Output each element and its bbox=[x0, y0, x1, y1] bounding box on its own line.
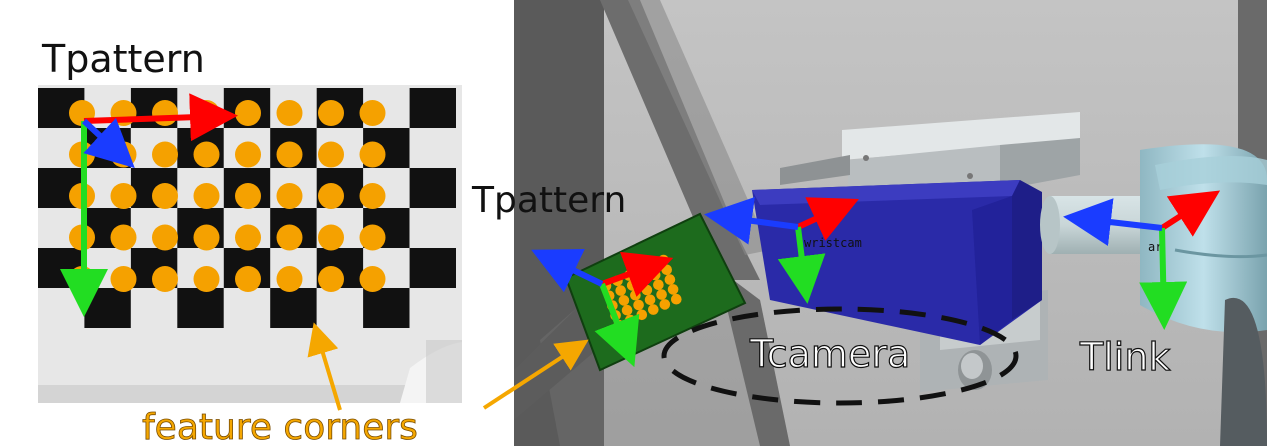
board-corner-dot bbox=[644, 294, 656, 306]
link-small-label: ar bbox=[1148, 240, 1162, 254]
photo-corner-dot bbox=[152, 100, 178, 126]
photo-corner-dot bbox=[152, 141, 178, 168]
photo-corner-dot bbox=[193, 141, 220, 168]
board-corner-dot bbox=[630, 289, 641, 301]
board-corner-dot bbox=[638, 274, 649, 286]
photo-corner-dot bbox=[193, 224, 220, 251]
checker-square bbox=[409, 168, 456, 208]
checker-square bbox=[270, 288, 317, 328]
board-corner-dot bbox=[653, 279, 664, 291]
checker-square bbox=[409, 248, 456, 288]
photo-corner-dot bbox=[276, 100, 303, 126]
photo-corner-dot bbox=[276, 183, 303, 209]
photo-corner-dot bbox=[110, 266, 137, 292]
photo-corner-dot bbox=[276, 141, 303, 168]
photo-corner-dot bbox=[235, 266, 261, 292]
camera-highlight-ellipse bbox=[661, 306, 1019, 406]
photo-corner-dot bbox=[235, 141, 261, 168]
photo-corner-dot bbox=[193, 183, 220, 209]
checker-square bbox=[84, 288, 131, 328]
board-pattern-frame-axes bbox=[531, 249, 674, 368]
photo-corner-dot bbox=[152, 266, 178, 292]
photo-corner-dot bbox=[152, 224, 178, 251]
checkerboard-photo bbox=[38, 85, 462, 403]
board-corner-dot bbox=[659, 299, 671, 310]
board-corner-dot bbox=[615, 285, 626, 296]
checker-square bbox=[409, 88, 456, 128]
camera-small-label: wristcam bbox=[804, 236, 862, 250]
photo-corner-dot bbox=[152, 183, 178, 209]
photo-corner-dot bbox=[193, 266, 220, 292]
photo-corner-dot bbox=[359, 100, 386, 126]
photo-corner-dot bbox=[318, 141, 344, 168]
scene-pattern-label: Tpattern bbox=[471, 180, 626, 221]
photo-corner-dot bbox=[193, 100, 220, 126]
photo-corner-dot bbox=[359, 141, 386, 168]
camera-frame-axes bbox=[704, 196, 859, 304]
board-corner-dot bbox=[626, 280, 638, 291]
scene-camera-label: Tcamera bbox=[749, 332, 910, 376]
checker-square bbox=[363, 288, 410, 328]
board-corner-dot bbox=[648, 304, 659, 315]
checker-square bbox=[177, 288, 224, 328]
photo-corner-dot bbox=[359, 224, 386, 251]
photo-corner-dot bbox=[235, 100, 261, 126]
photo-corner-dot bbox=[235, 183, 261, 209]
robot-scene: wristcam ar bbox=[471, 0, 1267, 446]
board-corner-dot bbox=[671, 293, 682, 305]
photo-corner-dot bbox=[318, 100, 344, 126]
board-corner-dot bbox=[636, 309, 648, 321]
board-corner-dot bbox=[641, 284, 653, 296]
photo-corner-dot bbox=[359, 266, 386, 292]
pointer-to-photo-corners bbox=[307, 322, 342, 411]
photo-z-axis bbox=[81, 117, 135, 169]
board-corner-dot bbox=[621, 304, 633, 316]
photo-corner-dot bbox=[318, 224, 344, 251]
pointer-to-board-corners bbox=[482, 339, 589, 410]
board-corner-dot bbox=[625, 314, 636, 326]
photo-corner-dot bbox=[110, 224, 137, 251]
photo-corner-dot bbox=[235, 224, 261, 251]
board-corner-dot bbox=[664, 274, 676, 285]
photo-corner-dot bbox=[359, 183, 386, 209]
scene-link-label: Tlink bbox=[1079, 335, 1170, 379]
camera-mount bbox=[780, 112, 1080, 195]
board-corner-dot bbox=[661, 264, 672, 276]
link-frame-axes bbox=[1063, 190, 1221, 330]
board-corner-dot bbox=[656, 289, 667, 300]
photo-pattern-frame-axes bbox=[60, 93, 238, 317]
board-corner-dot bbox=[649, 269, 661, 281]
photo-pattern-title: Tpattern bbox=[42, 37, 205, 81]
board-corner-dot bbox=[633, 299, 644, 311]
feature-corners-label: feature corners bbox=[142, 407, 418, 446]
feature-corner-pointers bbox=[307, 322, 589, 411]
photo-corner-dot bbox=[318, 183, 344, 209]
photo-corner-dot bbox=[318, 266, 344, 292]
photo-corner-dot bbox=[276, 224, 303, 251]
board-corner-dot bbox=[667, 284, 679, 295]
photo-corner-dot bbox=[276, 266, 303, 292]
photo-corner-dot bbox=[110, 183, 137, 209]
board-corner-dot bbox=[618, 295, 630, 306]
